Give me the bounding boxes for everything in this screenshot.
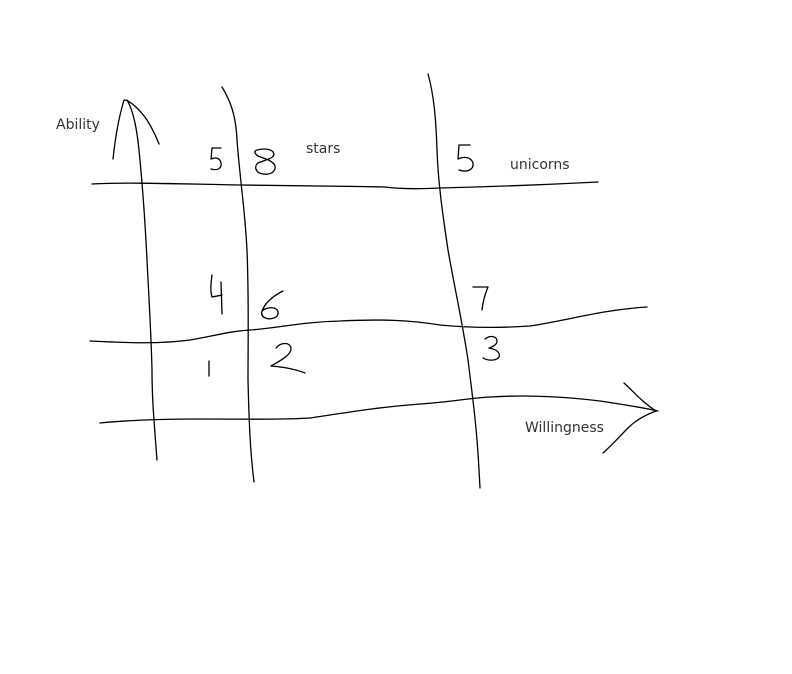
digit-7-mid-right bbox=[472, 286, 489, 311]
digit-5-top-right bbox=[457, 144, 474, 172]
region-label-stars: stars bbox=[306, 141, 340, 157]
y-axis-arrowhead bbox=[112, 99, 160, 160]
digit-2-low-middle bbox=[270, 342, 306, 374]
y-axis-label: Ability bbox=[56, 117, 100, 133]
x-axis-label: Willingness bbox=[525, 420, 604, 436]
x-axis-arrowhead bbox=[602, 382, 657, 454]
vertical-line-left bbox=[221, 86, 255, 483]
region-label-unicorns: unicorns bbox=[510, 157, 570, 173]
horizontal-line-top bbox=[91, 181, 599, 190]
digit-4-mid-left bbox=[210, 274, 223, 315]
digit-8-top-middle bbox=[254, 148, 276, 175]
y-axis-line bbox=[126, 99, 158, 461]
horizontal-line-middle bbox=[89, 306, 648, 344]
vertical-line-right bbox=[427, 73, 481, 489]
digit-5-top-left bbox=[210, 147, 222, 171]
digit-3-low-right bbox=[482, 335, 501, 361]
x-axis-line bbox=[99, 395, 659, 424]
digit-6-mid-middle bbox=[261, 290, 284, 320]
